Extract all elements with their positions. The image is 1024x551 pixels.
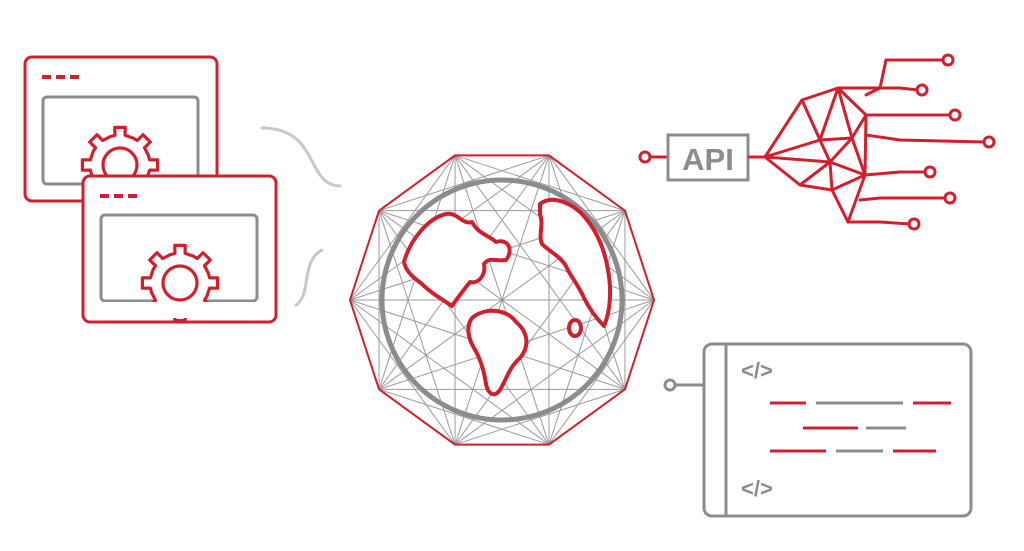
network-edge (863, 113, 868, 177)
code-panel (702, 342, 973, 518)
mesh-line (454, 154, 626, 212)
code-editor-icon: </> </> (663, 342, 973, 518)
network-edge (818, 138, 832, 164)
api-box (666, 133, 750, 182)
network-branch (836, 58, 946, 90)
network-edge (798, 160, 832, 187)
mesh-line (349, 299, 550, 445)
network-edge (830, 188, 850, 224)
network-node (907, 217, 921, 231)
settings-window-front (81, 174, 278, 324)
network-edge (850, 136, 867, 177)
network-branch (864, 133, 987, 144)
mesh-line (378, 154, 550, 212)
network-edge (818, 136, 854, 142)
continents (402, 197, 613, 397)
network-edge (846, 173, 867, 224)
network-node (948, 108, 962, 122)
network-edge (836, 86, 868, 117)
network-branch (846, 220, 912, 226)
network-node (915, 83, 929, 97)
connector-bottom (294, 248, 324, 307)
europe-africa (538, 197, 613, 328)
code-close-tag: </> (741, 476, 773, 501)
network-edge (763, 138, 822, 159)
north-america (402, 211, 512, 308)
window-connectors (260, 126, 342, 307)
network-edge (800, 86, 840, 102)
network-node (923, 165, 937, 179)
network-node (941, 53, 955, 67)
network-edge (818, 86, 840, 142)
connector-top (260, 126, 342, 188)
network-edge (763, 155, 802, 187)
api-label: API (682, 142, 734, 177)
globe-polygon (348, 154, 656, 446)
network-node (982, 135, 996, 149)
mesh-line (349, 155, 456, 301)
network-edge (828, 136, 854, 164)
neural-network-icon (763, 53, 996, 231)
code-open-tag: </> (741, 358, 773, 383)
api-connector: API (638, 133, 765, 182)
madagascar (567, 318, 583, 338)
network-edge (828, 160, 867, 177)
network-node (943, 191, 957, 205)
network-edge (798, 183, 834, 192)
network-globe-icon (348, 154, 656, 446)
network-branch (863, 170, 927, 177)
network-branch (858, 196, 947, 202)
globe-circle (379, 177, 625, 423)
code-lines (770, 401, 951, 453)
network-edge (763, 155, 832, 164)
gear-icon (140, 243, 220, 323)
south-america (466, 308, 529, 397)
network-edge (800, 98, 822, 142)
network-edge (850, 113, 868, 140)
network-edge (830, 173, 867, 192)
network-edge (828, 160, 834, 192)
network-edge (763, 98, 804, 159)
network-edge (836, 86, 854, 140)
network-branch (864, 86, 920, 97)
